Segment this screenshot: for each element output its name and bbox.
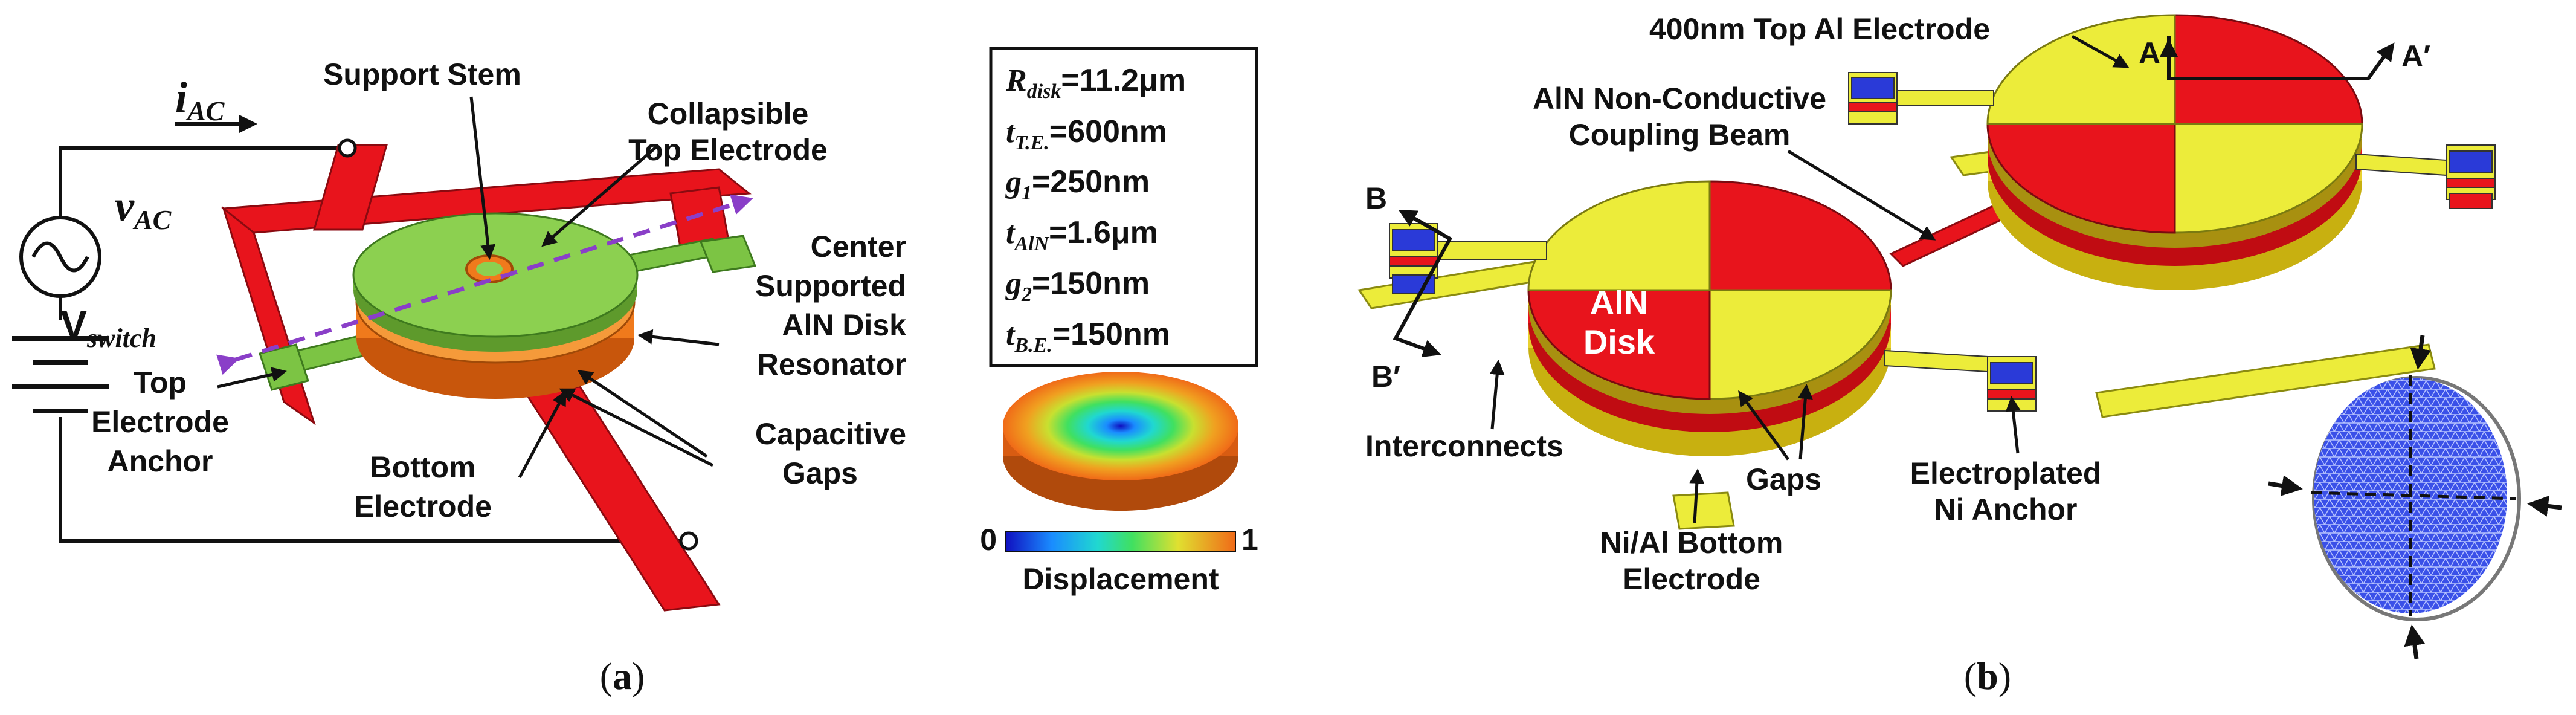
param-g1: g1=250nm <box>1005 164 1150 204</box>
circuit-wiring <box>59 146 689 543</box>
panel-b: A A′ B B′ 400nm Top Al Electrode AlN Non… <box>1357 12 2562 697</box>
label-center: Center <box>811 230 906 264</box>
label-top-anchor-3: Anchor <box>108 444 213 478</box>
callout-arrows-b <box>1489 34 2130 523</box>
colorbar-max: 1 <box>1241 523 1258 557</box>
label-electrode-b: Electrode <box>1623 562 1760 596</box>
ac-source-icon <box>19 216 101 298</box>
mesh-mode-disk <box>2310 375 2521 621</box>
label-collapsible-2: Top Electrode <box>628 133 828 167</box>
label-support-stem: Support Stem <box>323 57 521 91</box>
section-markers <box>1393 36 2395 358</box>
mode-shape-disk <box>1003 372 1238 511</box>
param-t-aln: tAlN=1.6μm <box>1006 215 1158 255</box>
label-ni-al: Ni/Al Bottom <box>1600 526 1783 560</box>
left-disk-resonator <box>1527 180 1892 456</box>
terminal-bottom <box>679 531 698 551</box>
caption-b: (b) <box>1964 655 2011 697</box>
param-t-be: tB.E.=150nm <box>1006 317 1170 357</box>
anchor-stacks <box>1389 72 2496 412</box>
colorbar <box>1005 531 1236 552</box>
anchor-upper-left <box>1848 72 1994 125</box>
label-gaps-a: Gaps <box>782 456 858 490</box>
label-gaps-b: Gaps <box>1746 462 1821 496</box>
label-beam-1: AlN Non-Conductive <box>1533 82 1826 115</box>
right-disk-resonator <box>1986 14 2363 290</box>
label-disk: Disk <box>1583 323 1655 361</box>
v-switch-label: Vswitch <box>60 302 156 353</box>
label-bottom-2: Electrode <box>354 490 492 523</box>
terminal-top <box>338 138 357 158</box>
label-ni-anchor: Ni Anchor <box>1934 493 2077 526</box>
i-ac-label: iAC <box>175 73 225 126</box>
label-top-anchor-1: Top <box>134 366 187 400</box>
disk-resonator <box>352 212 639 399</box>
label-aln: AlN <box>1590 283 1648 322</box>
colorbar-label: Displacement <box>1022 562 1219 596</box>
param-r-disk: Rdisk=11.2μm <box>1005 63 1186 103</box>
mesh-compression-arrows <box>2268 335 2562 659</box>
label-supported: Supported <box>755 269 906 303</box>
parameter-box: Rdisk=11.2μm tT.E.=600nm g1=250nm tAlN=1… <box>989 47 1258 367</box>
caption-a: (a) <box>600 655 645 697</box>
panel-a: iAC vAC Vswitch Support Stem Collapsible… <box>12 47 1258 697</box>
anchor-left <box>1389 223 1547 294</box>
label-collapsible: Collapsible <box>648 97 809 131</box>
section-b-prime: B′ <box>1371 360 1400 393</box>
label-capacitive: Capacitive <box>755 417 906 451</box>
colorbar-min: 0 <box>980 523 997 557</box>
label-top-anchor-2: Electrode <box>91 405 229 439</box>
label-electroplated: Electroplated <box>1910 456 2102 490</box>
param-t-te: tT.E.=600nm <box>1006 114 1167 154</box>
dc-source-icon <box>12 336 109 413</box>
callout-arrows-a <box>217 96 720 479</box>
symmetry-axis <box>216 194 753 375</box>
label-aln-disk: AlN Disk <box>782 308 906 342</box>
section-a-prime: A′ <box>2401 39 2430 73</box>
label-interconnects: Interconnects <box>1365 429 1563 463</box>
label-beam-2: Coupling Beam <box>1569 118 1791 152</box>
anchor-right <box>2355 144 2496 209</box>
label-resonator: Resonator <box>757 348 906 381</box>
section-b: B <box>1365 181 1387 215</box>
label-bottom-1: Bottom <box>370 450 476 484</box>
v-ac-label: vAC <box>115 182 172 235</box>
section-a: A <box>2139 36 2160 70</box>
param-g2: g2=150nm <box>1005 266 1150 306</box>
label-top-al: 400nm Top Al Electrode <box>1649 12 1990 46</box>
